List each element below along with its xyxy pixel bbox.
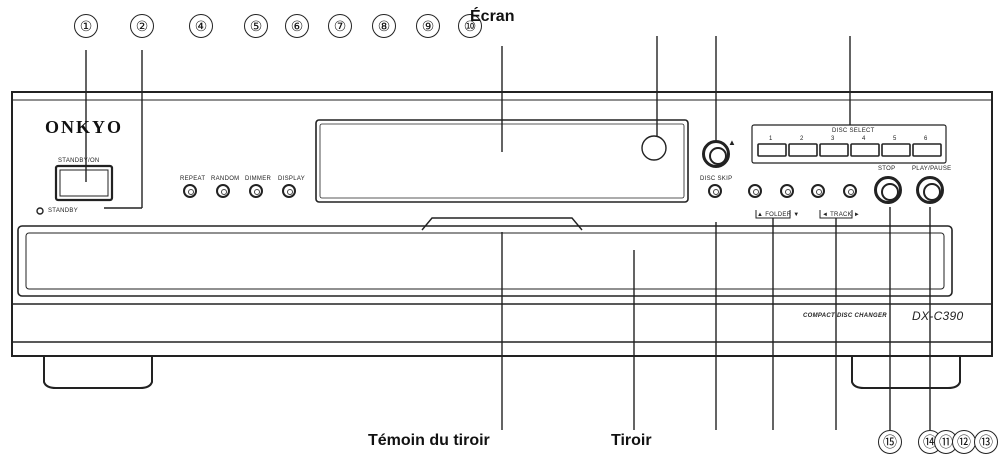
disc-number-6: 6 xyxy=(924,136,928,142)
model-text: COMPACT DISC CHANGER xyxy=(803,313,887,319)
callout-5: ⑤ xyxy=(244,14,268,38)
stop-button[interactable] xyxy=(874,176,902,204)
disc-skip-button[interactable] xyxy=(708,184,722,198)
track-label: ◄ TRACK ► xyxy=(822,212,861,218)
folder-down-button[interactable] xyxy=(780,184,794,198)
dimmer-button[interactable] xyxy=(249,184,263,198)
callout-9: ⑨ xyxy=(416,14,440,38)
random-label: RANDOM xyxy=(211,176,240,182)
disc-skip-label: DISC SKIP xyxy=(700,176,733,182)
display-button[interactable] xyxy=(282,184,296,198)
tray-label: Tiroir xyxy=(611,432,652,449)
callout-7: ⑦ xyxy=(328,14,352,38)
track-next-button[interactable] xyxy=(843,184,857,198)
standby-on-label: STANDBY/ON xyxy=(58,158,100,164)
stop-label: STOP xyxy=(878,166,896,172)
play-pause-button[interactable] xyxy=(916,176,944,204)
random-button[interactable] xyxy=(216,184,230,198)
callout-1: ① xyxy=(74,14,98,38)
play-pause-label: PLAY/PAUSE xyxy=(912,166,952,172)
disc-number-2: 2 xyxy=(800,136,804,142)
callout-8: ⑧ xyxy=(372,14,396,38)
folder-label: ▲ FOLDER ▼ xyxy=(757,212,800,218)
callout-6: ⑥ xyxy=(285,14,309,38)
disc-number-4: 4 xyxy=(862,136,866,142)
callout-15: ⑮ xyxy=(878,430,902,454)
folder-up-button[interactable] xyxy=(748,184,762,198)
disc-number-1: 1 xyxy=(769,136,773,142)
dimmer-label: DIMMER xyxy=(245,176,272,182)
callout-4: ④ xyxy=(189,14,213,38)
open-close-button[interactable] xyxy=(702,140,730,168)
callout-10: ⑩ xyxy=(458,14,482,38)
callout-2: ② xyxy=(130,14,154,38)
callout-12: ⑫ xyxy=(952,430,976,454)
track-prev-button[interactable] xyxy=(811,184,825,198)
tray-indicator-label: Témoin du tiroir xyxy=(368,432,490,449)
standby-label: STANDBY xyxy=(48,208,78,214)
repeat-label: REPEAT xyxy=(180,176,206,182)
display-label: DISPLAY xyxy=(278,176,305,182)
disc-select-label: DISC SELECT xyxy=(832,128,875,134)
ecran-label: Écran xyxy=(470,8,515,25)
repeat-button[interactable] xyxy=(183,184,197,198)
callout-13: ⑬ xyxy=(974,430,998,454)
open-close-label: ▲ xyxy=(728,138,737,147)
brand-logo: ONKYO xyxy=(45,117,124,137)
model-name: DX-C390 xyxy=(912,309,964,323)
disc-number-5: 5 xyxy=(893,136,897,142)
disc-number-3: 3 xyxy=(831,136,835,142)
